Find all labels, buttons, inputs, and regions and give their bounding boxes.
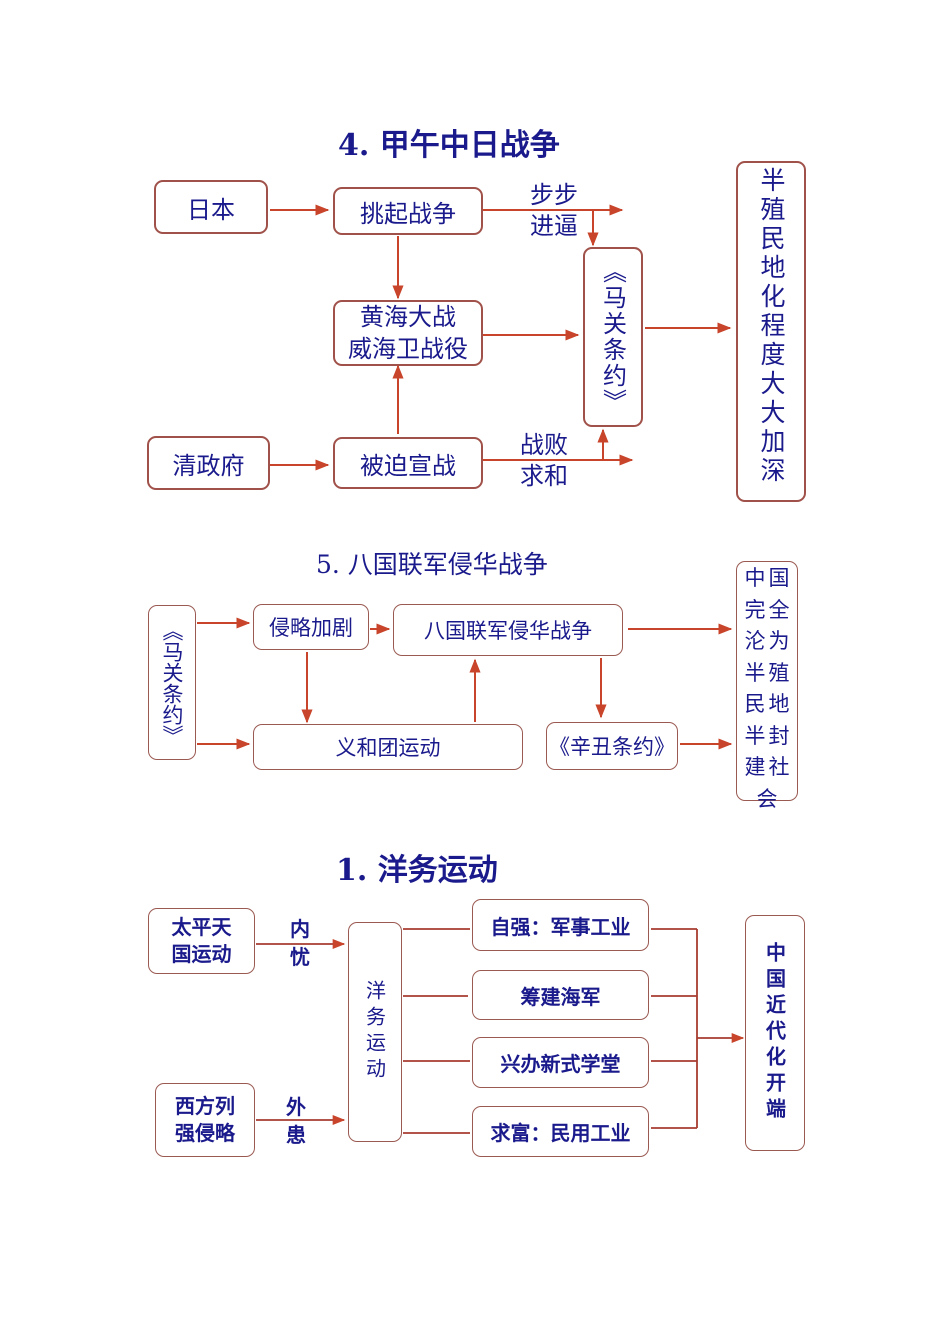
step-line-2: 进逼	[530, 212, 578, 241]
external-threat-label: 外患	[286, 1095, 306, 1147]
branch-schools-box: 兴办新式学堂	[472, 1037, 649, 1088]
semi-feudal-result-char: 国	[768, 566, 790, 590]
battles-line-2: 威海卫战役	[348, 335, 468, 363]
forced-declare-war-box: 被迫宣战	[333, 437, 483, 489]
western-powers-box: 西方列 强侵略	[155, 1083, 255, 1157]
semi-feudal-result-char: 民	[744, 692, 766, 716]
provoke-war-box: 挑起战争	[333, 187, 483, 235]
westernization-movement-box: 洋务运动	[348, 922, 402, 1142]
westernization-movement-label: 洋务运动	[362, 980, 387, 1084]
shimonoseki-treaty-label: 《马关条约》	[598, 259, 627, 415]
branch-schools-label: 兴办新式学堂	[500, 1052, 621, 1076]
treaty5-label: 《马关条约》	[160, 619, 184, 746]
modernization-start-box: 中国近代化开端	[745, 915, 805, 1151]
boxer-movement-box: 义和团运动	[253, 724, 523, 770]
step-line-1: 步步	[530, 181, 578, 209]
shimonoseki-treaty-box: 《马关条约》	[583, 247, 643, 427]
section5-title: 5. 八国联军侵华战争	[316, 550, 548, 579]
branch-navy-label: 筹建海军	[520, 984, 601, 1009]
qing-government-label: 清政府	[172, 451, 245, 480]
aggression-intensified-label: 侵略加剧	[269, 616, 353, 640]
western-powers-line-2: 强侵略	[175, 1121, 235, 1145]
branch-civil-industry-label: 求富：民用工业	[490, 1121, 631, 1145]
aggression-intensified-box: 侵略加剧	[253, 604, 369, 650]
section1-title: 1. 洋务运动	[336, 853, 498, 888]
forced-declare-war-label: 被迫宣战	[360, 451, 456, 480]
qing-government-box: 清政府	[147, 436, 270, 490]
japan-box: 日本	[154, 180, 268, 234]
treaty5-box: 《马关条约》	[148, 605, 196, 760]
battles-box: 黄海大战 威海卫战役	[333, 300, 483, 366]
semi-colonization-result-box: 半殖民地化程度大大加深	[736, 161, 806, 502]
western-powers-line-1: 西方列	[175, 1094, 235, 1118]
semi-feudal-result-char: 中	[744, 566, 766, 590]
battles-line-1: 黄海大战	[360, 302, 456, 331]
semi-feudal-result-box: 中国完全沦为半殖民地半封建社会	[736, 561, 798, 811]
step-by-step-label: 步步 进逼	[530, 180, 578, 242]
internal-trouble-label: 内忧	[290, 917, 310, 969]
semi-feudal-result-label: 中国完全沦为半殖民地半封建社会	[742, 562, 792, 815]
provoke-war-label: 挑起战争	[360, 199, 456, 228]
defeat-line-1: 战败	[520, 431, 568, 459]
semi-feudal-result-char: 完	[744, 597, 766, 622]
semi-feudal-result-char: 半	[744, 723, 766, 748]
semi-feudal-result-char: 封	[768, 723, 790, 748]
taiping-box: 太平天 国运动	[148, 908, 255, 974]
eight-nation-war-box: 八国联军侵华战争	[393, 604, 623, 656]
branch-navy-box: 筹建海军	[472, 970, 649, 1020]
semi-feudal-result-char: 会	[756, 786, 778, 811]
battles-text: 黄海大战 威海卫战役	[348, 301, 468, 366]
semi-feudal-result-char: 为	[768, 629, 790, 653]
semi-colonization-result-label: 半殖民地化程度大大加深	[757, 167, 786, 486]
semi-feudal-result-char: 沦	[744, 629, 766, 653]
semi-feudal-result-char: 地	[768, 692, 790, 716]
boxer-movement-label: 义和团运动	[335, 736, 441, 760]
eight-nation-war-label: 八国联军侵华战争	[424, 619, 592, 643]
taiping-text: 太平天 国运动	[172, 914, 232, 968]
semi-feudal-result-char: 建	[744, 755, 766, 779]
semi-feudal-result-char: 殖	[768, 660, 790, 685]
section4-title: 4. 甲午中日战争	[338, 128, 560, 163]
defeat-peace-label: 战败 求和	[520, 430, 568, 492]
western-powers-text: 西方列 强侵略	[175, 1093, 235, 1147]
boxer-protocol-label: 《辛丑条约》	[549, 735, 675, 759]
branch-military-industry-box: 自强：军事工业	[472, 899, 649, 951]
taiping-line-2: 国运动	[171, 942, 232, 966]
semi-feudal-result-char: 社	[768, 755, 790, 779]
semi-feudal-result-char: 全	[768, 597, 790, 622]
modernization-start-label: 中国近代化开端	[762, 942, 787, 1124]
branch-civil-industry-box: 求富：民用工业	[472, 1106, 649, 1157]
taiping-line-1: 太平天	[171, 915, 232, 939]
boxer-protocol-box: 《辛丑条约》	[546, 722, 678, 770]
branch-military-industry-label: 自强：军事工业	[490, 914, 631, 939]
defeat-line-2: 求和	[520, 462, 568, 491]
japan-label: 日本	[187, 195, 235, 224]
semi-feudal-result-char: 半	[744, 660, 766, 685]
